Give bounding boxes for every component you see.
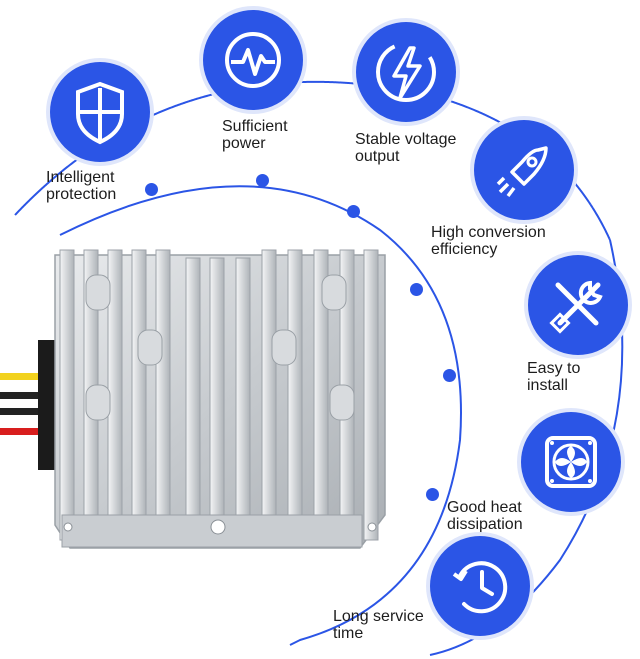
pulse-icon [225,32,281,88]
feature-label: Sufficient power [222,118,288,152]
feature-label: Intelligent protection [46,169,117,203]
badge-heat [521,412,621,512]
clock-icon [452,561,508,614]
lightning-icon [376,42,436,102]
arc-dot [426,488,439,501]
rocket-icon [496,146,548,198]
arc-dot [443,369,456,382]
shield-icon [76,81,124,145]
arc-dot [145,183,158,196]
arc-dot [410,283,423,296]
feature-label: High conversion efficiency [431,224,546,258]
feature-label: Stable voltage output [355,131,457,165]
badge-voltage [356,22,456,122]
badge-power [203,10,303,110]
feature-label: Good heat dissipation [447,499,523,533]
badge-protection [50,62,150,162]
tools-icon [549,280,603,334]
fan-icon [545,436,597,488]
arc-dot [347,205,360,218]
arc-dot [256,174,269,187]
feature-label: Long service time [333,608,424,642]
badge-install [528,255,628,355]
badge-service [430,536,530,636]
badge-efficiency [474,120,574,220]
feature-label: Easy to install [527,360,581,394]
